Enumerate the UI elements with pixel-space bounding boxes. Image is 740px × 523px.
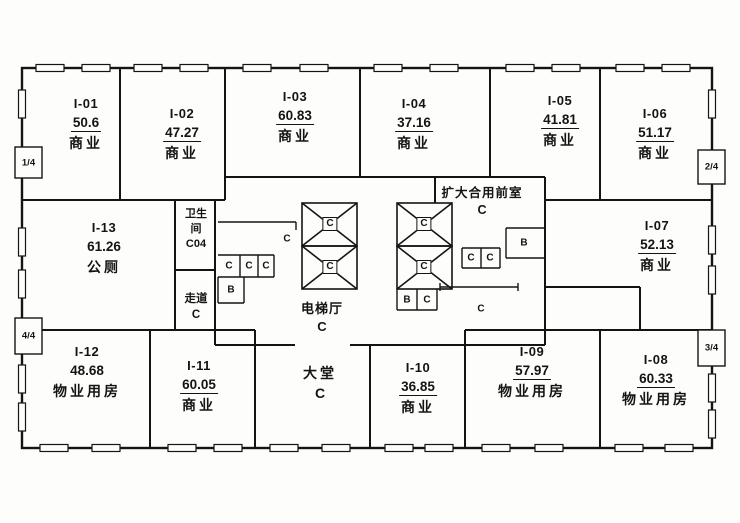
shaft-label: C <box>322 217 338 231</box>
room-I-01: I-01 50.6 商业 <box>69 96 103 152</box>
front-room-label: 扩大合用前室 C <box>441 186 523 217</box>
room-type: 物业用房 <box>53 383 121 399</box>
room-type: 商业 <box>181 397 216 413</box>
stair-marker-boxes <box>14 146 726 367</box>
cell-label: C <box>486 252 494 264</box>
room-area: 47.27 <box>163 125 201 142</box>
room-I-13: I-13 61.26 公厕 <box>87 220 121 276</box>
room-type: 商业 <box>637 145 672 161</box>
interior-walls <box>22 68 712 448</box>
elevator-shaft-symbols <box>301 202 453 290</box>
room-I-07: I-07 52.13 商业 <box>638 218 676 274</box>
elevator-hall-label: 电梯厅 C <box>300 301 344 334</box>
room-I-09: I-09 57.97 物业用房 <box>498 344 566 400</box>
room-area: 51.17 <box>636 125 674 142</box>
room-I-06: I-06 51.17 商业 <box>636 106 674 162</box>
cell-label: C <box>225 260 233 272</box>
stair-marker: 4/4 <box>21 330 36 342</box>
room-id: I-08 <box>643 352 669 367</box>
room-id: I-10 <box>405 360 431 375</box>
room-id: I-13 <box>91 220 117 235</box>
cell-label: C <box>245 260 253 272</box>
room-area: 60.83 <box>276 108 314 125</box>
room-type: 商业 <box>164 145 199 161</box>
room-id: I-09 <box>519 344 545 359</box>
room-type: 公厕 <box>87 259 121 275</box>
room-type: 物业用房 <box>622 391 690 407</box>
stair-marker: 2/4 <box>704 161 719 173</box>
room-I-08: I-08 60.33 物业用房 <box>622 352 690 408</box>
cell-label: C <box>467 252 475 264</box>
shaft-label: C <box>416 260 432 274</box>
room-area: 50.6 <box>70 115 102 132</box>
room-area: 36.85 <box>399 379 437 396</box>
room-I-04: I-04 37.16 商业 <box>395 96 433 152</box>
cell-label: C <box>262 260 270 272</box>
cell-label: C <box>423 294 431 306</box>
room-I-11: I-11 60.05 商业 <box>180 358 218 414</box>
restroom-label: 卫生 间 C04 <box>185 208 207 250</box>
room-id: I-05 <box>547 93 573 108</box>
room-type: 商业 <box>69 135 103 151</box>
room-type: 商业 <box>396 135 431 151</box>
room-type: 商业 <box>400 399 435 415</box>
room-I-05: I-05 41.81 商业 <box>541 93 579 149</box>
room-id: I-07 <box>644 218 670 233</box>
room-I-02: I-02 47.27 商业 <box>163 106 201 162</box>
room-area: 37.16 <box>395 115 433 132</box>
lobby-label: 大堂 C <box>303 365 337 401</box>
corridor-label: 走道 C <box>184 293 208 321</box>
room-id: I-12 <box>74 344 100 359</box>
room-type: 物业用房 <box>498 383 566 399</box>
room-area: 60.05 <box>180 377 218 394</box>
room-type: 商业 <box>277 128 312 144</box>
room-I-10: I-10 36.85 商业 <box>399 360 437 416</box>
room-area: 48.68 <box>70 363 104 378</box>
room-id: I-01 <box>73 96 99 111</box>
room-id: I-11 <box>187 358 211 373</box>
stair-marker: 3/4 <box>704 342 719 354</box>
room-id: I-06 <box>642 106 668 121</box>
exterior-wall <box>20 66 714 450</box>
cell-label: B <box>403 294 411 306</box>
shaft-label: C <box>322 260 338 274</box>
cell-label: C <box>283 233 291 245</box>
room-area: 60.33 <box>637 371 675 388</box>
room-type: 商业 <box>542 132 577 148</box>
core-partitions <box>217 221 545 311</box>
room-I-12: I-12 48.68 物业用房 <box>53 344 121 400</box>
room-id: I-03 <box>282 89 308 104</box>
cell-label: C <box>477 303 485 315</box>
room-area: 52.13 <box>638 237 676 254</box>
shaft-label: C <box>416 217 432 231</box>
window-symbols <box>17 63 717 453</box>
room-area: 61.26 <box>87 239 121 254</box>
room-I-03: I-03 60.83 商业 <box>276 89 314 145</box>
cell-label: B <box>520 237 528 249</box>
cell-label: B <box>227 284 235 296</box>
room-id: I-02 <box>169 106 195 121</box>
stair-marker: 1/4 <box>21 157 36 168</box>
room-type: 商业 <box>639 257 674 273</box>
room-id: I-04 <box>401 96 427 111</box>
room-area: 41.81 <box>541 112 579 129</box>
room-area: 57.97 <box>513 363 551 380</box>
